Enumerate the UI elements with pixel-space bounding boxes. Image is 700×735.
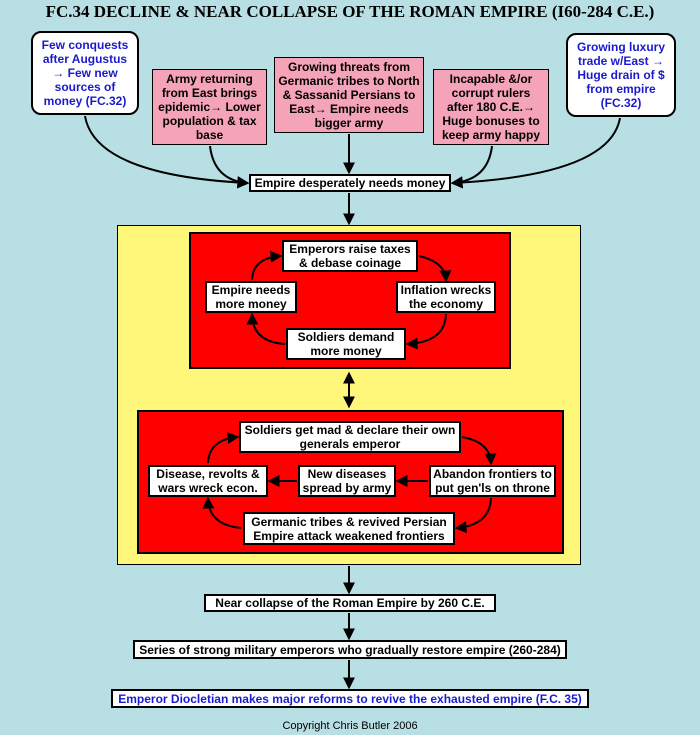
cause-incapable-rulers: Incapable &/or corrupt rulers after 180 … <box>433 69 549 145</box>
new-diseases-box: New diseases spread by army <box>298 465 396 497</box>
empire-needs-money-box: Empire desperately needs money <box>249 174 451 192</box>
near-collapse-box: Near collapse of the Roman Empire by 260… <box>204 594 496 612</box>
cause-few-conquests: Few conquests after Augustus → Few new s… <box>31 31 139 115</box>
abandon-frontiers-box: Abandon frontiers to put gen'ls on thron… <box>429 465 556 497</box>
cause-growing-threats: Growing threats from Germanic tribes to … <box>274 57 424 133</box>
germanic-attack-box: Germanic tribes & revived Persian Empire… <box>243 512 455 545</box>
diocletian-box: Emperor Diocletian makes major reforms t… <box>111 689 589 708</box>
arrow-disease-to-mad <box>207 432 240 464</box>
soldiers-demand-box: Soldiers demand more money <box>286 328 406 360</box>
arrow-demand-to-needs <box>246 312 286 345</box>
arrow-inflation-to-demand <box>405 313 447 350</box>
cause-army-returning: Army returning from East brings epidemic… <box>152 69 267 145</box>
arrow-incapable-rulers <box>450 145 493 189</box>
empire-needs-box: Empire needs more money <box>205 281 297 313</box>
diagram-title: FC.34 DECLINE & NEAR COLLAPSE OF THE ROM… <box>45 2 655 21</box>
arrow-abandon-to-germanic <box>454 497 492 534</box>
copyright-text: Copyright Chris Butler 2006 <box>282 720 418 732</box>
disease-revolts-box: Disease, revolts & wars wreck econ. <box>148 465 268 497</box>
arrow-needs-to-taxes <box>251 250 283 281</box>
arrow-mad-to-abandon <box>461 436 497 466</box>
cause-luxury-trade: Growing luxury trade w/East → Huge drain… <box>566 33 676 117</box>
arrow-taxes-to-inflation <box>418 255 452 283</box>
strong-emperors-box: Series of strong military emperors who g… <box>133 640 567 659</box>
arrow-army-returning <box>209 145 250 189</box>
raise-taxes-box: Emperors raise taxes & debase coinage <box>282 240 418 272</box>
soldiers-mad-box: Soldiers get mad & declare their own gen… <box>239 421 461 453</box>
arrow-luxury-trade <box>450 117 621 189</box>
arrow-few-conquests <box>84 115 250 189</box>
arrow-germanic-to-disease <box>202 496 242 529</box>
